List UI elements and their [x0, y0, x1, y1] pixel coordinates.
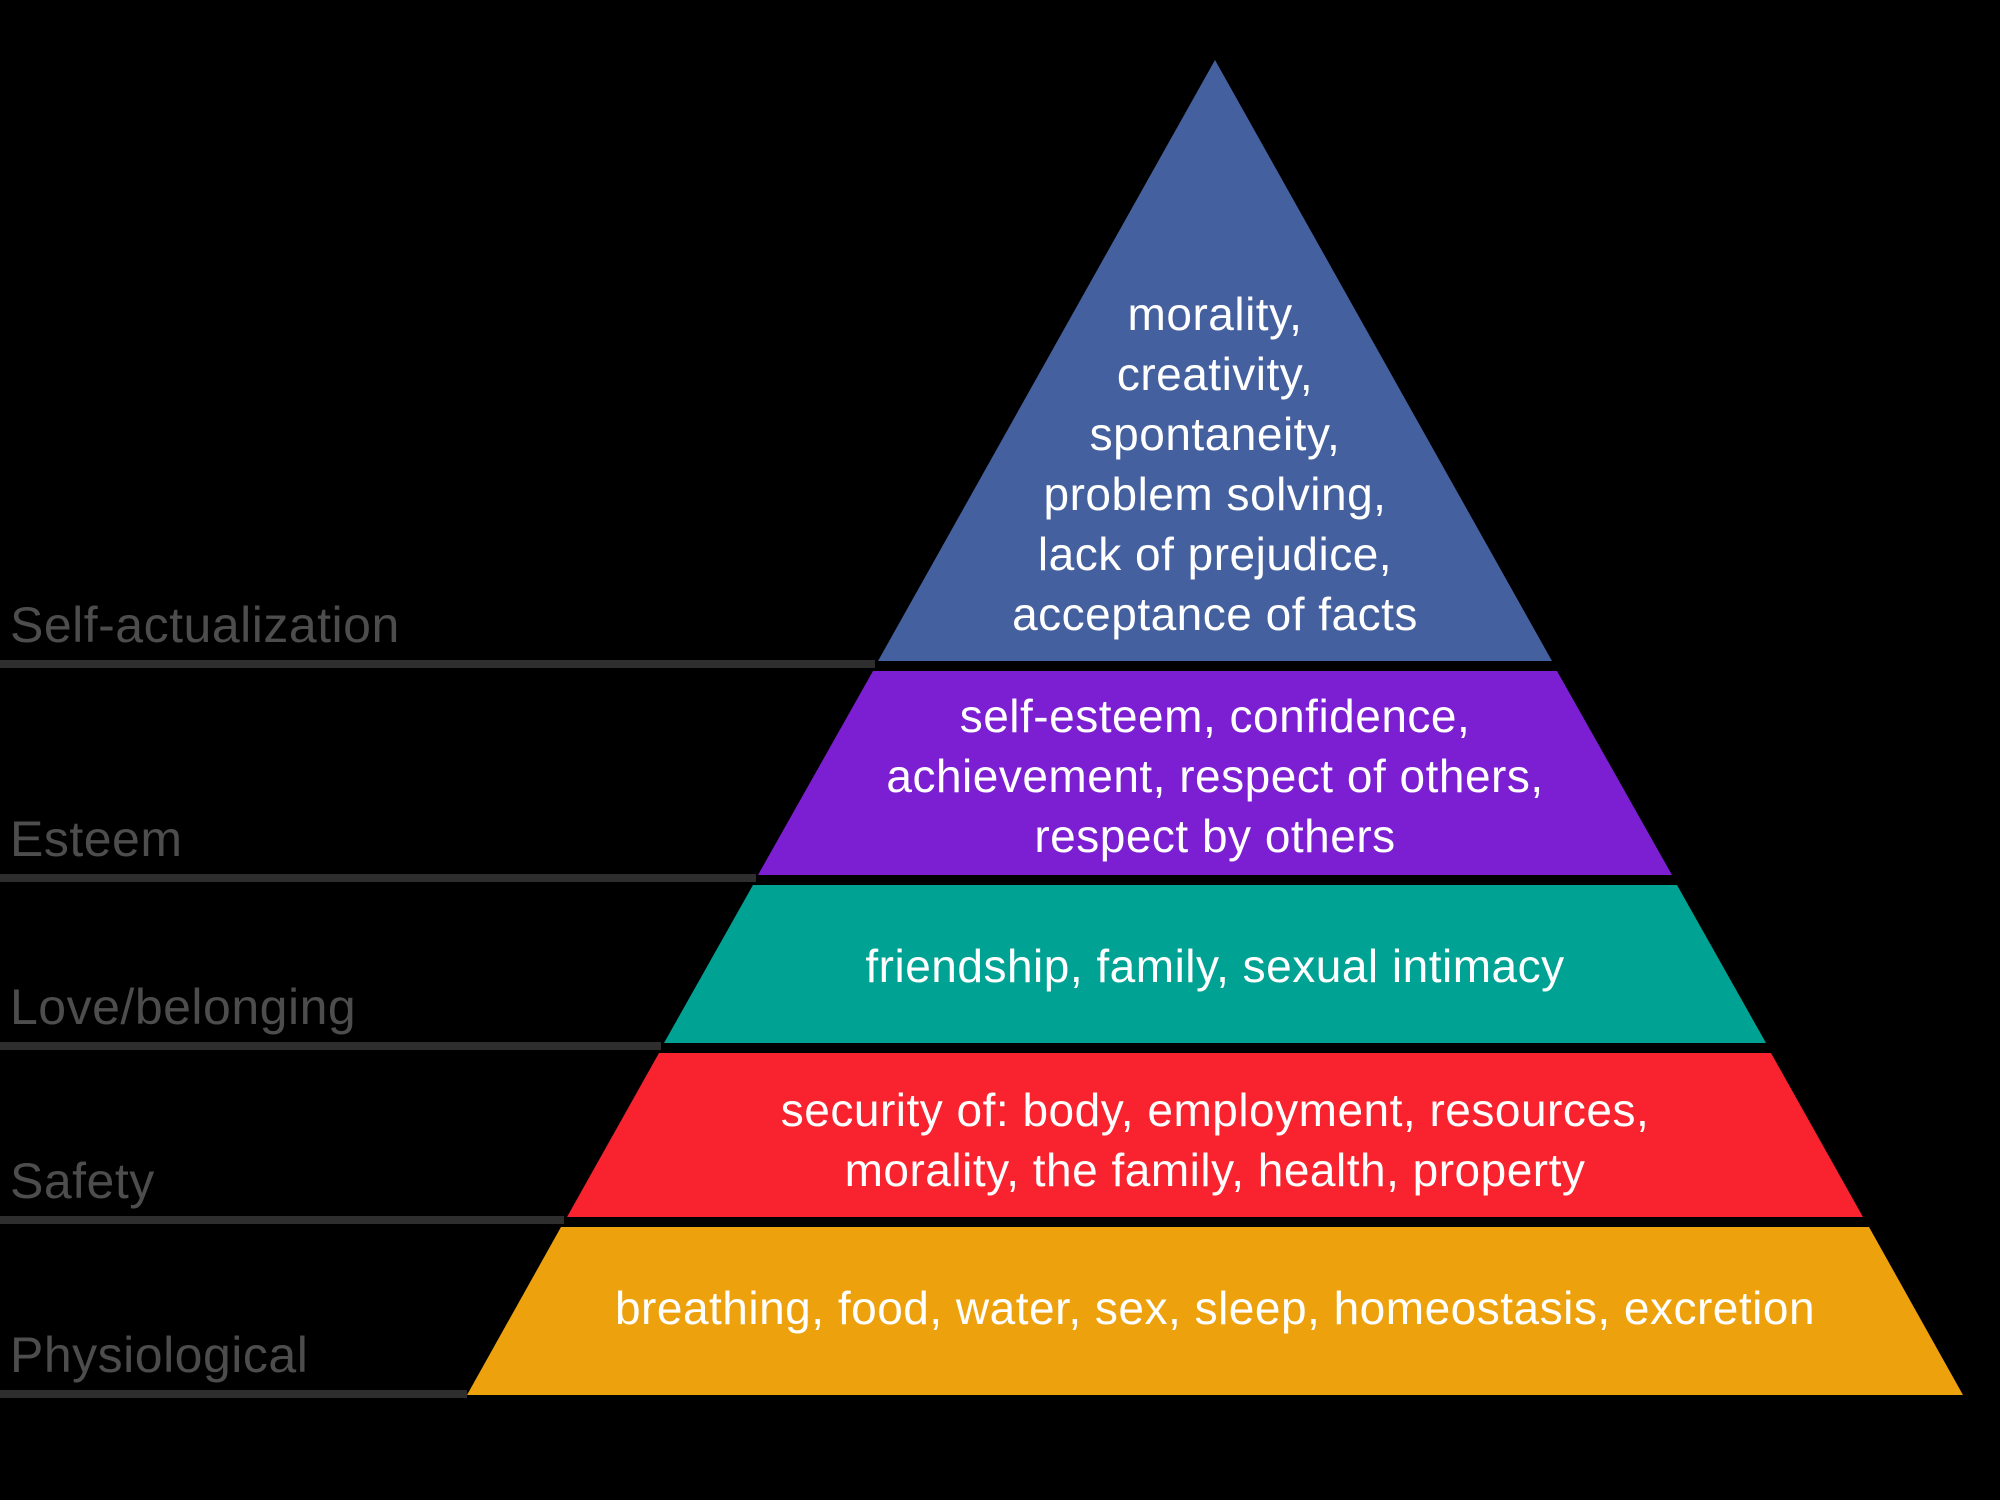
- band-text-line: problem solving,: [1043, 468, 1387, 520]
- band-text-self-actualization: morality, creativity, spontaneity, probl…: [1012, 284, 1418, 644]
- band-text-safety: security of: body, employment, resources…: [781, 1080, 1649, 1200]
- band-physiological: [467, 1227, 1963, 1395]
- band-text-line: self-esteem, confidence,: [959, 690, 1471, 742]
- band-text-line: lack of prejudice,: [1037, 528, 1393, 580]
- band-text-line: morality, the family, health, property: [844, 1144, 1586, 1196]
- band-self-actualization: [878, 60, 1552, 661]
- band-text-line: acceptance of facts: [1012, 588, 1418, 640]
- band-text-line: security of: body, employment, resources…: [780, 1084, 1650, 1136]
- band-safety: [567, 1053, 1863, 1217]
- rule-line-physiological: [0, 1390, 467, 1398]
- band-text-line: achievement, respect of others,: [886, 750, 1544, 802]
- rule-line-love-belonging: [0, 1042, 661, 1050]
- band-text-physiological: breathing, food, water, sex, sleep, home…: [615, 1278, 1815, 1338]
- band-text-esteem: self-esteem, confidence, achievement, re…: [886, 686, 1543, 866]
- band-text-love-belonging: friendship, family, sexual intimacy: [865, 936, 1564, 996]
- band-text-line: breathing, food, water, sex, sleep, home…: [614, 1282, 1816, 1334]
- side-label-physiological: Physiological: [10, 1327, 309, 1383]
- rule-line-esteem: [0, 874, 756, 882]
- band-esteem: [758, 671, 1672, 875]
- band-text-line: morality,: [1127, 288, 1303, 340]
- side-label-safety: Safety: [10, 1153, 155, 1209]
- band-text-line: friendship, family, sexual intimacy: [865, 940, 1565, 992]
- band-text-line: spontaneity,: [1089, 408, 1341, 460]
- side-label-self-actualization: Self-actualization: [10, 597, 400, 653]
- side-label-love-belonging: Love/belonging: [10, 979, 357, 1035]
- band-text-line: creativity,: [1116, 348, 1314, 400]
- rule-line-self-actualization: [0, 660, 875, 668]
- rule-line-safety: [0, 1216, 564, 1224]
- band-text-line: respect by others: [1034, 810, 1396, 862]
- side-label-esteem: Esteem: [10, 811, 183, 867]
- band-love-belonging: [664, 885, 1766, 1043]
